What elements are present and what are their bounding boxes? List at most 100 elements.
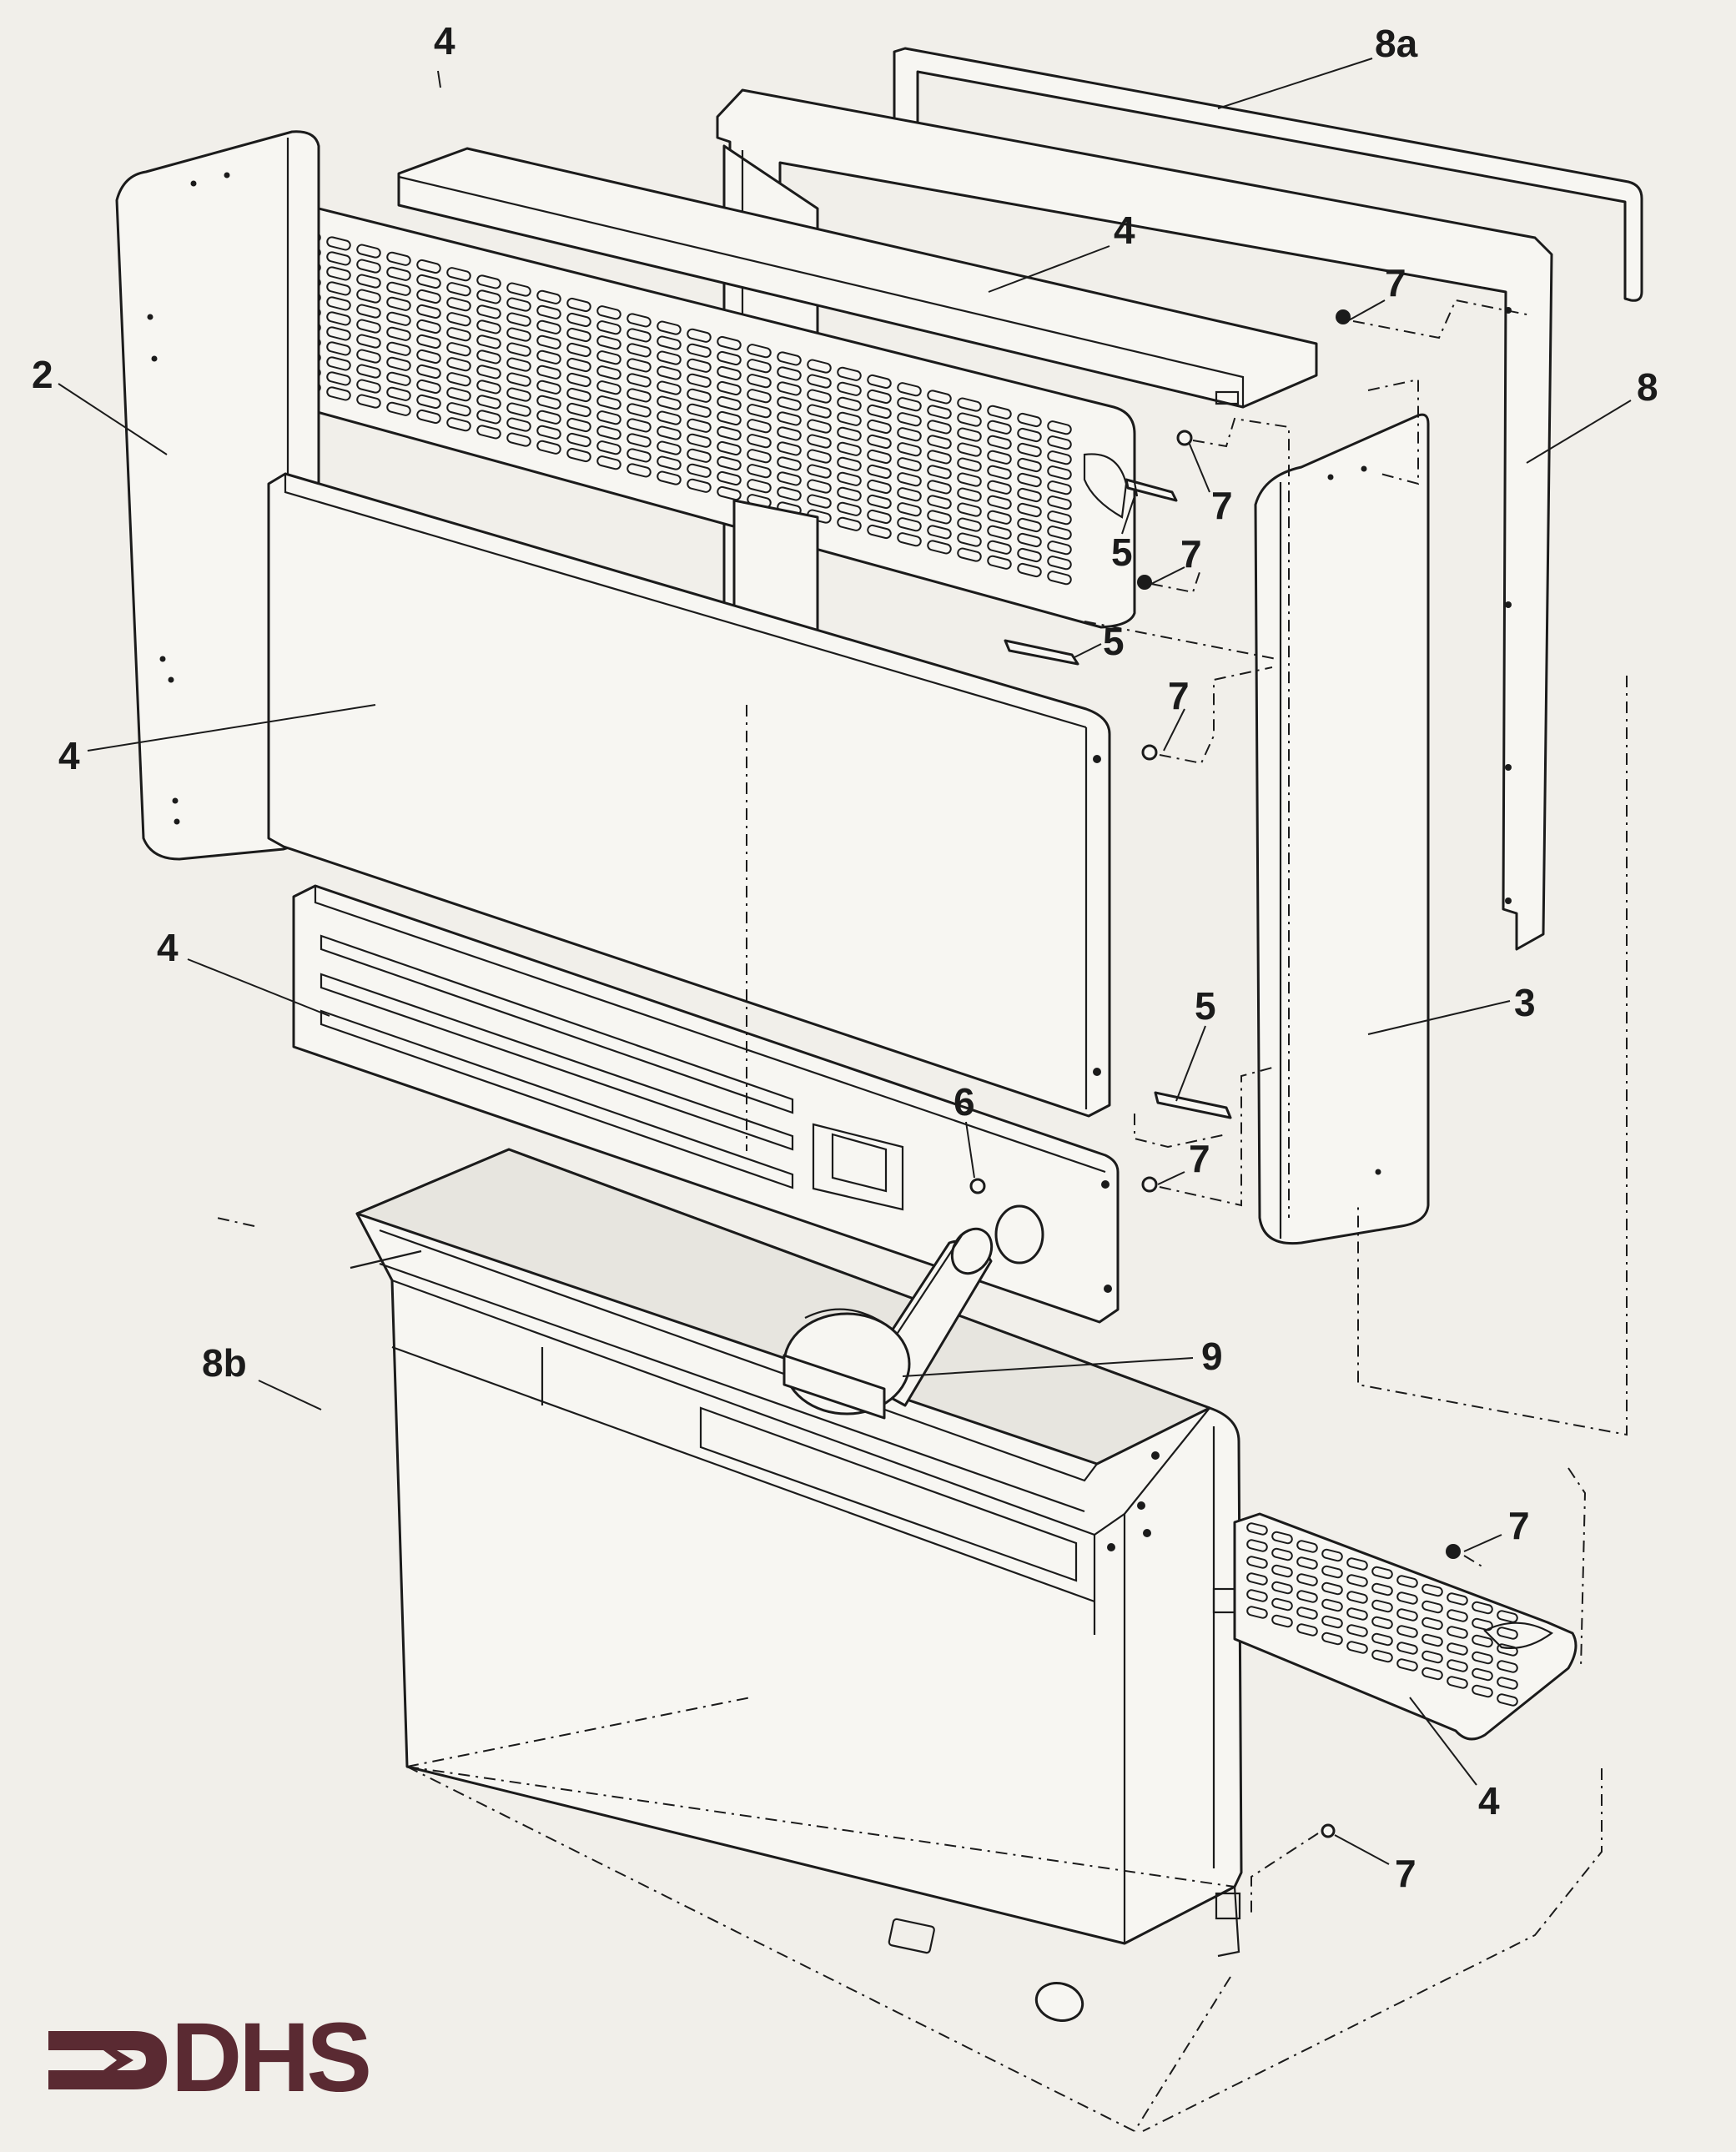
grille-slot	[657, 350, 682, 365]
grille-slot	[897, 427, 922, 442]
grille-slot	[957, 487, 982, 502]
grille-slot	[1346, 1641, 1368, 1654]
grille-slot	[506, 387, 531, 402]
grille-slot	[807, 389, 832, 404]
grille-slot	[1447, 1676, 1468, 1689]
grille-slot	[867, 479, 892, 495]
grille-slot	[356, 379, 381, 394]
grille-slot	[1017, 412, 1042, 428]
grille-slot	[1047, 435, 1072, 450]
grille-slot	[687, 463, 712, 478]
grille-slot	[326, 266, 351, 281]
grille-slot	[1017, 562, 1042, 578]
callout-5-c: 5	[1195, 984, 1216, 1028]
callout-7-b: 7	[1211, 484, 1233, 527]
grille-slot	[1321, 1565, 1343, 1579]
grille-slot	[476, 365, 501, 380]
grille-slot	[1321, 1632, 1343, 1646]
grille-slot	[867, 449, 892, 465]
callout-6: 6	[954, 1080, 975, 1124]
grille-slot	[386, 251, 411, 266]
grille-slot	[1017, 532, 1042, 548]
grille-slot	[1017, 502, 1042, 518]
logo-text: DHS	[171, 2003, 369, 2113]
grille-slot	[777, 366, 802, 381]
grille-slot	[897, 397, 922, 412]
grille-slot	[807, 479, 832, 494]
grille-slot	[717, 350, 742, 366]
firebox-8b	[350, 1148, 1243, 2022]
grille-slot	[1017, 457, 1042, 473]
grille-slot	[957, 532, 982, 547]
grille-slot	[356, 364, 381, 379]
grille-slot	[596, 380, 621, 395]
grille-slot	[386, 401, 411, 416]
grille-slot	[957, 412, 982, 427]
grille-slot	[1246, 1556, 1268, 1569]
callout-8b: 8b	[202, 1341, 247, 1385]
grille-slot	[837, 441, 862, 456]
grille-slot	[1371, 1649, 1393, 1663]
grille-slot	[1447, 1626, 1468, 1639]
grille-slot	[897, 442, 922, 457]
callout-7-c: 7	[1180, 532, 1202, 576]
grille-slot	[506, 357, 531, 372]
grille-slot	[386, 281, 411, 296]
grille-slot	[536, 334, 561, 349]
grille-slot	[1017, 487, 1042, 503]
grille-slot	[1371, 1616, 1393, 1630]
grille-slot	[1321, 1581, 1343, 1596]
bottom-grille	[1233, 1512, 1577, 1741]
grille-slot	[837, 426, 862, 441]
grille-slot	[416, 274, 441, 289]
callout-5-a: 5	[1111, 530, 1133, 574]
grille-slot	[807, 494, 832, 509]
grille-slot	[566, 447, 591, 463]
grille-slot	[927, 495, 952, 510]
grille-slot	[1447, 1659, 1468, 1672]
grille-slot	[536, 380, 561, 395]
grille-slot	[1396, 1642, 1418, 1655]
grille-slot	[506, 432, 531, 447]
grille-slot	[1017, 547, 1042, 563]
grille-slot	[1246, 1539, 1268, 1552]
grille-slot	[837, 411, 862, 426]
grille-slot	[416, 319, 441, 334]
grille-slot	[957, 397, 982, 412]
grille-slot	[446, 297, 471, 312]
grille-slot	[446, 372, 471, 387]
grille-slot	[867, 389, 892, 405]
grille-slot	[867, 419, 892, 435]
grille-slot	[1321, 1598, 1343, 1612]
grille-slot	[1017, 442, 1042, 458]
grille-slot	[476, 334, 501, 349]
grille-slot	[777, 396, 802, 411]
grille-slot	[446, 267, 471, 282]
grille-slot	[626, 448, 652, 463]
grille-slot	[356, 319, 381, 334]
grille-slot	[1472, 1601, 1493, 1615]
grille-slot	[1422, 1617, 1443, 1631]
grille-slot	[1017, 517, 1042, 533]
callout-labels: 4 8a 4 7 2 8 7 5 7 5 7 4 4 5 3 6 7 9 8b …	[32, 19, 1658, 1895]
grille-slot	[506, 372, 531, 387]
grille-slot	[536, 319, 561, 334]
grille-slot	[1422, 1667, 1443, 1681]
grille-slot	[446, 402, 471, 417]
grille-slot	[1422, 1583, 1443, 1597]
grille-slot	[1296, 1606, 1318, 1620]
grille-slot	[987, 420, 1012, 435]
grille-slot	[897, 472, 922, 487]
grille-slot	[747, 419, 772, 434]
grille-slot	[987, 480, 1012, 495]
screw-7-b	[1176, 430, 1193, 446]
grille-slot	[626, 313, 652, 328]
grille-slot	[1371, 1566, 1393, 1580]
grille-slot	[626, 388, 652, 403]
grille-slot	[596, 410, 621, 425]
grille-slot	[626, 373, 652, 388]
callout-bottom-4: 4	[1478, 1779, 1500, 1823]
grille-slot	[1447, 1592, 1468, 1606]
grille-slot	[1346, 1557, 1368, 1571]
